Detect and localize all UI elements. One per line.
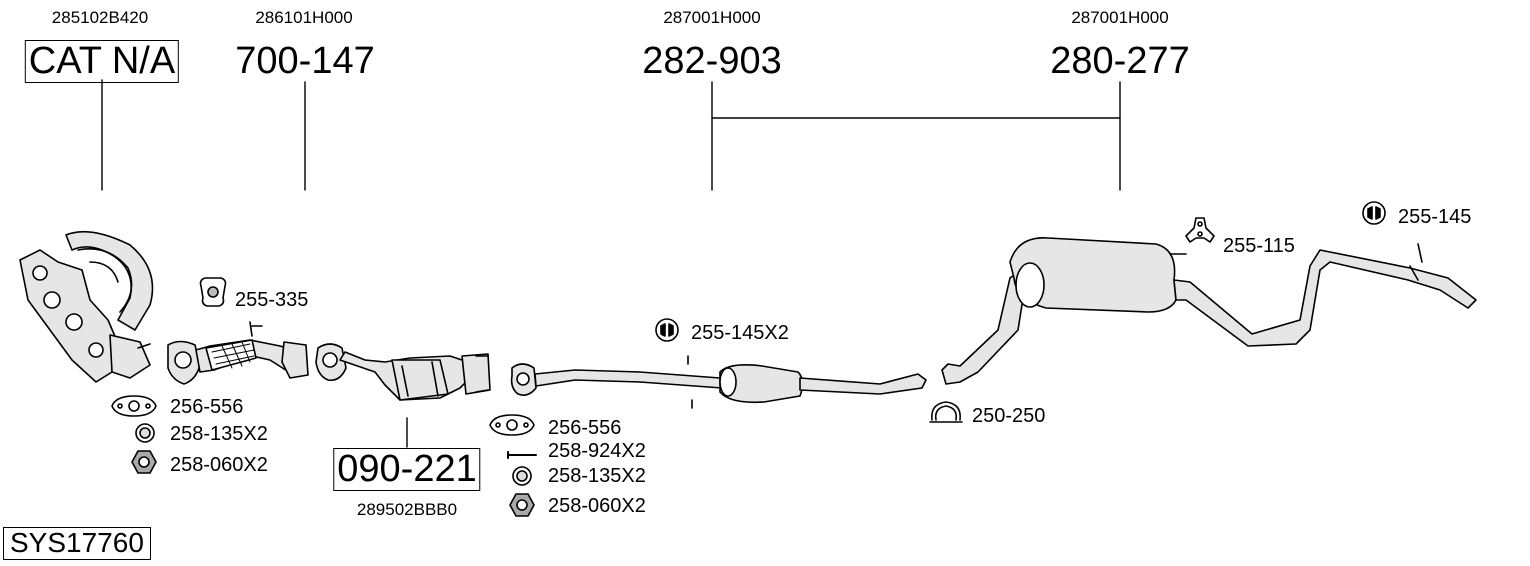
part-label-hanger-rear[interactable]: 255-115: [1223, 235, 1295, 257]
hex-nut-icon: [131, 450, 157, 474]
flange-gasket-icon: [111, 395, 157, 417]
system-code: SYS17760: [3, 527, 151, 560]
part-label-bolt-2[interactable]: 258-924X2: [548, 440, 646, 462]
oem-number-converter: 289502BBB0: [356, 500, 458, 519]
sealing-ring-icon: [135, 423, 155, 443]
pipe-clamp-icon: [929, 401, 963, 423]
part-label-clamp[interactable]: 250-250: [972, 405, 1046, 427]
rear-silencer: [941, 237, 1477, 385]
oem-number-center: 287001H000: [663, 8, 761, 27]
part-label-rubber-rear[interactable]: 255-145: [1398, 206, 1472, 228]
rubber-ring-icon: [655, 318, 679, 342]
part-label-rubber-center[interactable]: 255-145X2: [691, 322, 789, 344]
oem-number-cat: 285102B420: [51, 8, 149, 27]
exhaust-manifold: [19, 230, 154, 383]
part-label-nut-1[interactable]: 258-060X2: [170, 454, 268, 476]
part-number-front-pipe[interactable]: 700-147: [235, 40, 375, 82]
oem-number-front-pipe: 286101H000: [255, 8, 353, 27]
part-label-gasket-2[interactable]: 256-556: [548, 417, 622, 439]
hanger-icon: [1185, 217, 1215, 243]
hex-nut-icon: [509, 493, 535, 517]
part-label-gasket-1[interactable]: 256-556: [170, 396, 244, 418]
sealing-ring-icon: [512, 466, 532, 486]
part-label-mount-front[interactable]: 255-335: [235, 289, 309, 311]
center-pipe: [510, 355, 927, 409]
rubber-ring-icon: [1362, 201, 1386, 225]
part-number-center[interactable]: 282-903: [642, 40, 782, 82]
part-label-nut-2[interactable]: 258-060X2: [548, 495, 646, 517]
part-number-converter[interactable]: 090-221: [333, 448, 481, 491]
front-pipe: [167, 321, 309, 385]
part-label-ring-2[interactable]: 258-135X2: [548, 465, 646, 487]
oem-number-rear: 287001H000: [1071, 8, 1169, 27]
catalytic-converter: [315, 343, 491, 401]
part-label-ring-1[interactable]: 258-135X2: [170, 423, 268, 445]
flange-gasket-icon: [489, 414, 535, 436]
leader-lines: [101, 79, 1121, 448]
rubber-mount-icon: [199, 277, 227, 307]
part-number-cat[interactable]: CAT N/A: [24, 40, 180, 83]
part-number-rear[interactable]: 280-277: [1050, 40, 1190, 82]
bolt-icon: [507, 451, 537, 459]
